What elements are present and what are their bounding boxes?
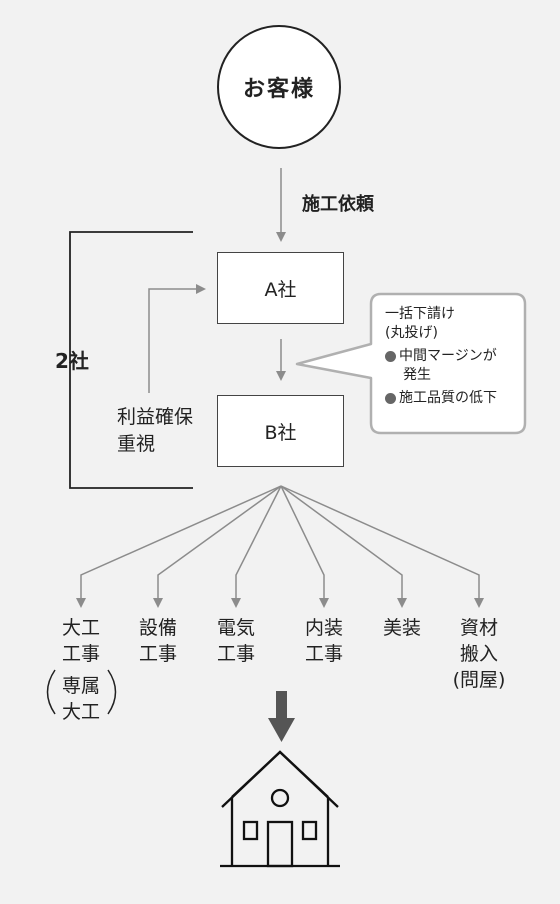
profit-loop-arrowhead xyxy=(196,284,206,294)
bubble-item-2-line-1: 施工品質の低下 xyxy=(399,390,497,406)
fan-line-1 xyxy=(80,485,282,598)
down-arrow-icon xyxy=(268,691,295,742)
company-a-label: A社 xyxy=(264,278,297,301)
trade-materials: 資材 搬入 (問屋) xyxy=(449,615,509,693)
two-company-bracket xyxy=(69,231,193,489)
two-companies-label: 2社 xyxy=(55,349,89,373)
bullet-dot-icon xyxy=(385,351,396,362)
fan-line-4 xyxy=(280,485,325,598)
trade-line: 大工 xyxy=(61,701,100,723)
order-label: 施工依頼 xyxy=(302,194,374,215)
trade-line: 工事 xyxy=(138,643,177,665)
customer-label: お客様 xyxy=(242,77,315,102)
customer-node: お客様 xyxy=(217,25,341,149)
trade-line: 工事 xyxy=(304,643,343,665)
profit-loop-line xyxy=(148,288,196,393)
bullet-dot-icon xyxy=(385,393,396,404)
trade-line: 専属 xyxy=(61,675,100,697)
fan-arrowhead-5 xyxy=(397,598,407,608)
subcontract-arrowhead xyxy=(276,371,286,381)
profit-line-2: 重視 xyxy=(117,433,156,455)
fan-arrowhead-4 xyxy=(319,598,329,608)
trade-line: 搬入 xyxy=(459,643,498,665)
trade-line: (問屋) xyxy=(452,669,506,691)
trade-line: 設備 xyxy=(138,617,177,639)
paren-right xyxy=(107,669,117,715)
bubble-item-quality: 施工品質の低下 xyxy=(385,389,497,408)
fan-arrowhead-6 xyxy=(474,598,484,608)
order-arrowhead xyxy=(276,232,286,242)
company-b-label: B社 xyxy=(264,421,297,444)
trade-line: 工事 xyxy=(216,643,255,665)
trade-line: 資材 xyxy=(459,617,498,639)
fan-arrowhead-1 xyxy=(76,598,86,608)
fan-line-2 xyxy=(157,485,282,598)
trade-line: 内装 xyxy=(304,617,343,639)
speech-bubble xyxy=(295,292,527,435)
fan-line-6 xyxy=(280,485,480,598)
bubble-item-1-line-2: 発生 xyxy=(403,367,431,383)
house-icon xyxy=(220,750,340,868)
paren-left xyxy=(46,669,56,715)
bubble-title-2: (丸投げ) xyxy=(385,325,438,341)
trade-line: 大工 xyxy=(61,617,100,639)
bubble-item-margin: 中間マージンが 発生 xyxy=(385,347,497,385)
trade-equipment: 設備 工事 xyxy=(128,615,188,667)
trade-line: 工事 xyxy=(61,643,100,665)
fan-line-3 xyxy=(235,485,282,598)
trade-electrical: 電気 工事 xyxy=(206,615,266,667)
profit-priority-label: 利益確保 重視 xyxy=(117,404,193,458)
fan-arrowhead-2 xyxy=(153,598,163,608)
bubble-content: 一括下請け (丸投げ) 中間マージンが 発生 施工品質の低下 xyxy=(385,305,497,408)
trade-line: 美装 xyxy=(382,617,421,639)
trade-cleaning: 美装 xyxy=(372,615,432,641)
fan-arrowhead-3 xyxy=(231,598,241,608)
fan-line-5 xyxy=(280,485,403,598)
trade-interior: 内装 工事 xyxy=(294,615,354,667)
trade-carpentry: 大工 工事 専属 大工 xyxy=(51,615,111,725)
company-a-box: A社 xyxy=(217,252,344,324)
company-b-box: B社 xyxy=(217,395,344,467)
profit-line-1: 利益確保 xyxy=(117,406,194,428)
bubble-title-1: 一括下請け xyxy=(385,306,455,322)
bubble-item-1-line-1: 中間マージンが xyxy=(399,348,497,364)
trade-line: 電気 xyxy=(216,617,255,639)
fan-lines xyxy=(76,485,484,608)
